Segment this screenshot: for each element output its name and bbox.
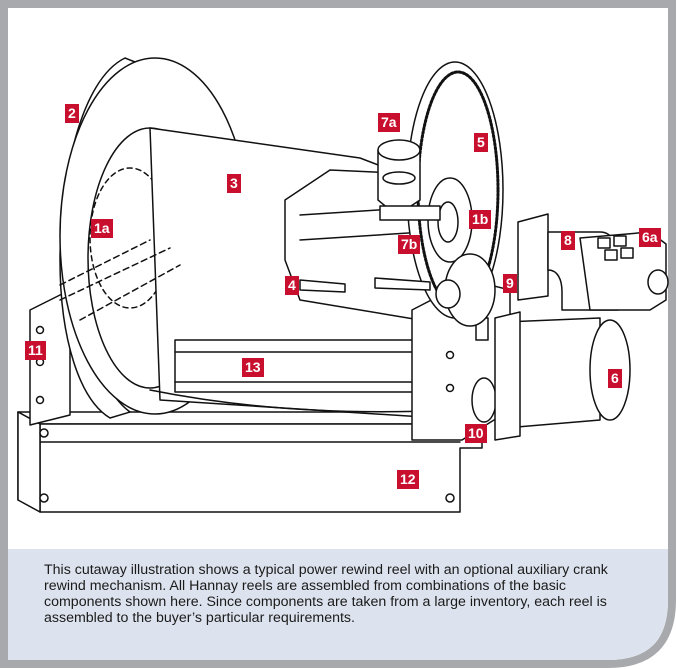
junction-box-port [647, 269, 669, 295]
callout-8: 8 [561, 231, 575, 250]
callout-7b: 7b [398, 235, 421, 254]
caption-panel [8, 548, 668, 660]
callout-2: 2 [65, 104, 79, 123]
cross-bracket [174, 339, 431, 393]
callout-6a: 6a [639, 228, 661, 247]
callout-1b: 1b [469, 210, 492, 229]
callout-4: 4 [285, 276, 299, 295]
crank-knob [435, 279, 461, 309]
junction-terminals [597, 235, 634, 261]
gear-hub [437, 201, 459, 243]
caption-text: This cutaway illustration shows a typica… [44, 562, 608, 626]
mounting-bolt [299, 279, 346, 293]
base-frame-left-side [17, 411, 41, 513]
callout-11: 11 [25, 341, 46, 360]
callout-9: 9 [503, 274, 517, 293]
callout-5: 5 [474, 133, 488, 152]
callout-7a: 7a [378, 113, 400, 132]
callout-6: 6 [608, 369, 622, 388]
callout-10: 10 [465, 424, 487, 443]
callout-13: 13 [242, 358, 264, 377]
left-plate-holes [35, 325, 45, 405]
drum-bottom-edge [149, 389, 451, 413]
inlet-flange [517, 213, 549, 301]
callout-3: 3 [227, 174, 241, 193]
motor-mount [494, 311, 521, 441]
swivel-clamp [379, 205, 441, 221]
callout-1a: 1a [91, 219, 113, 238]
swivel-top [377, 139, 421, 161]
mounting-bolt-2 [374, 277, 431, 291]
hidden-axle [59, 239, 181, 321]
callout-12: 12 [397, 470, 419, 489]
swivel-collar [382, 171, 416, 185]
left-side-plate [29, 289, 71, 426]
